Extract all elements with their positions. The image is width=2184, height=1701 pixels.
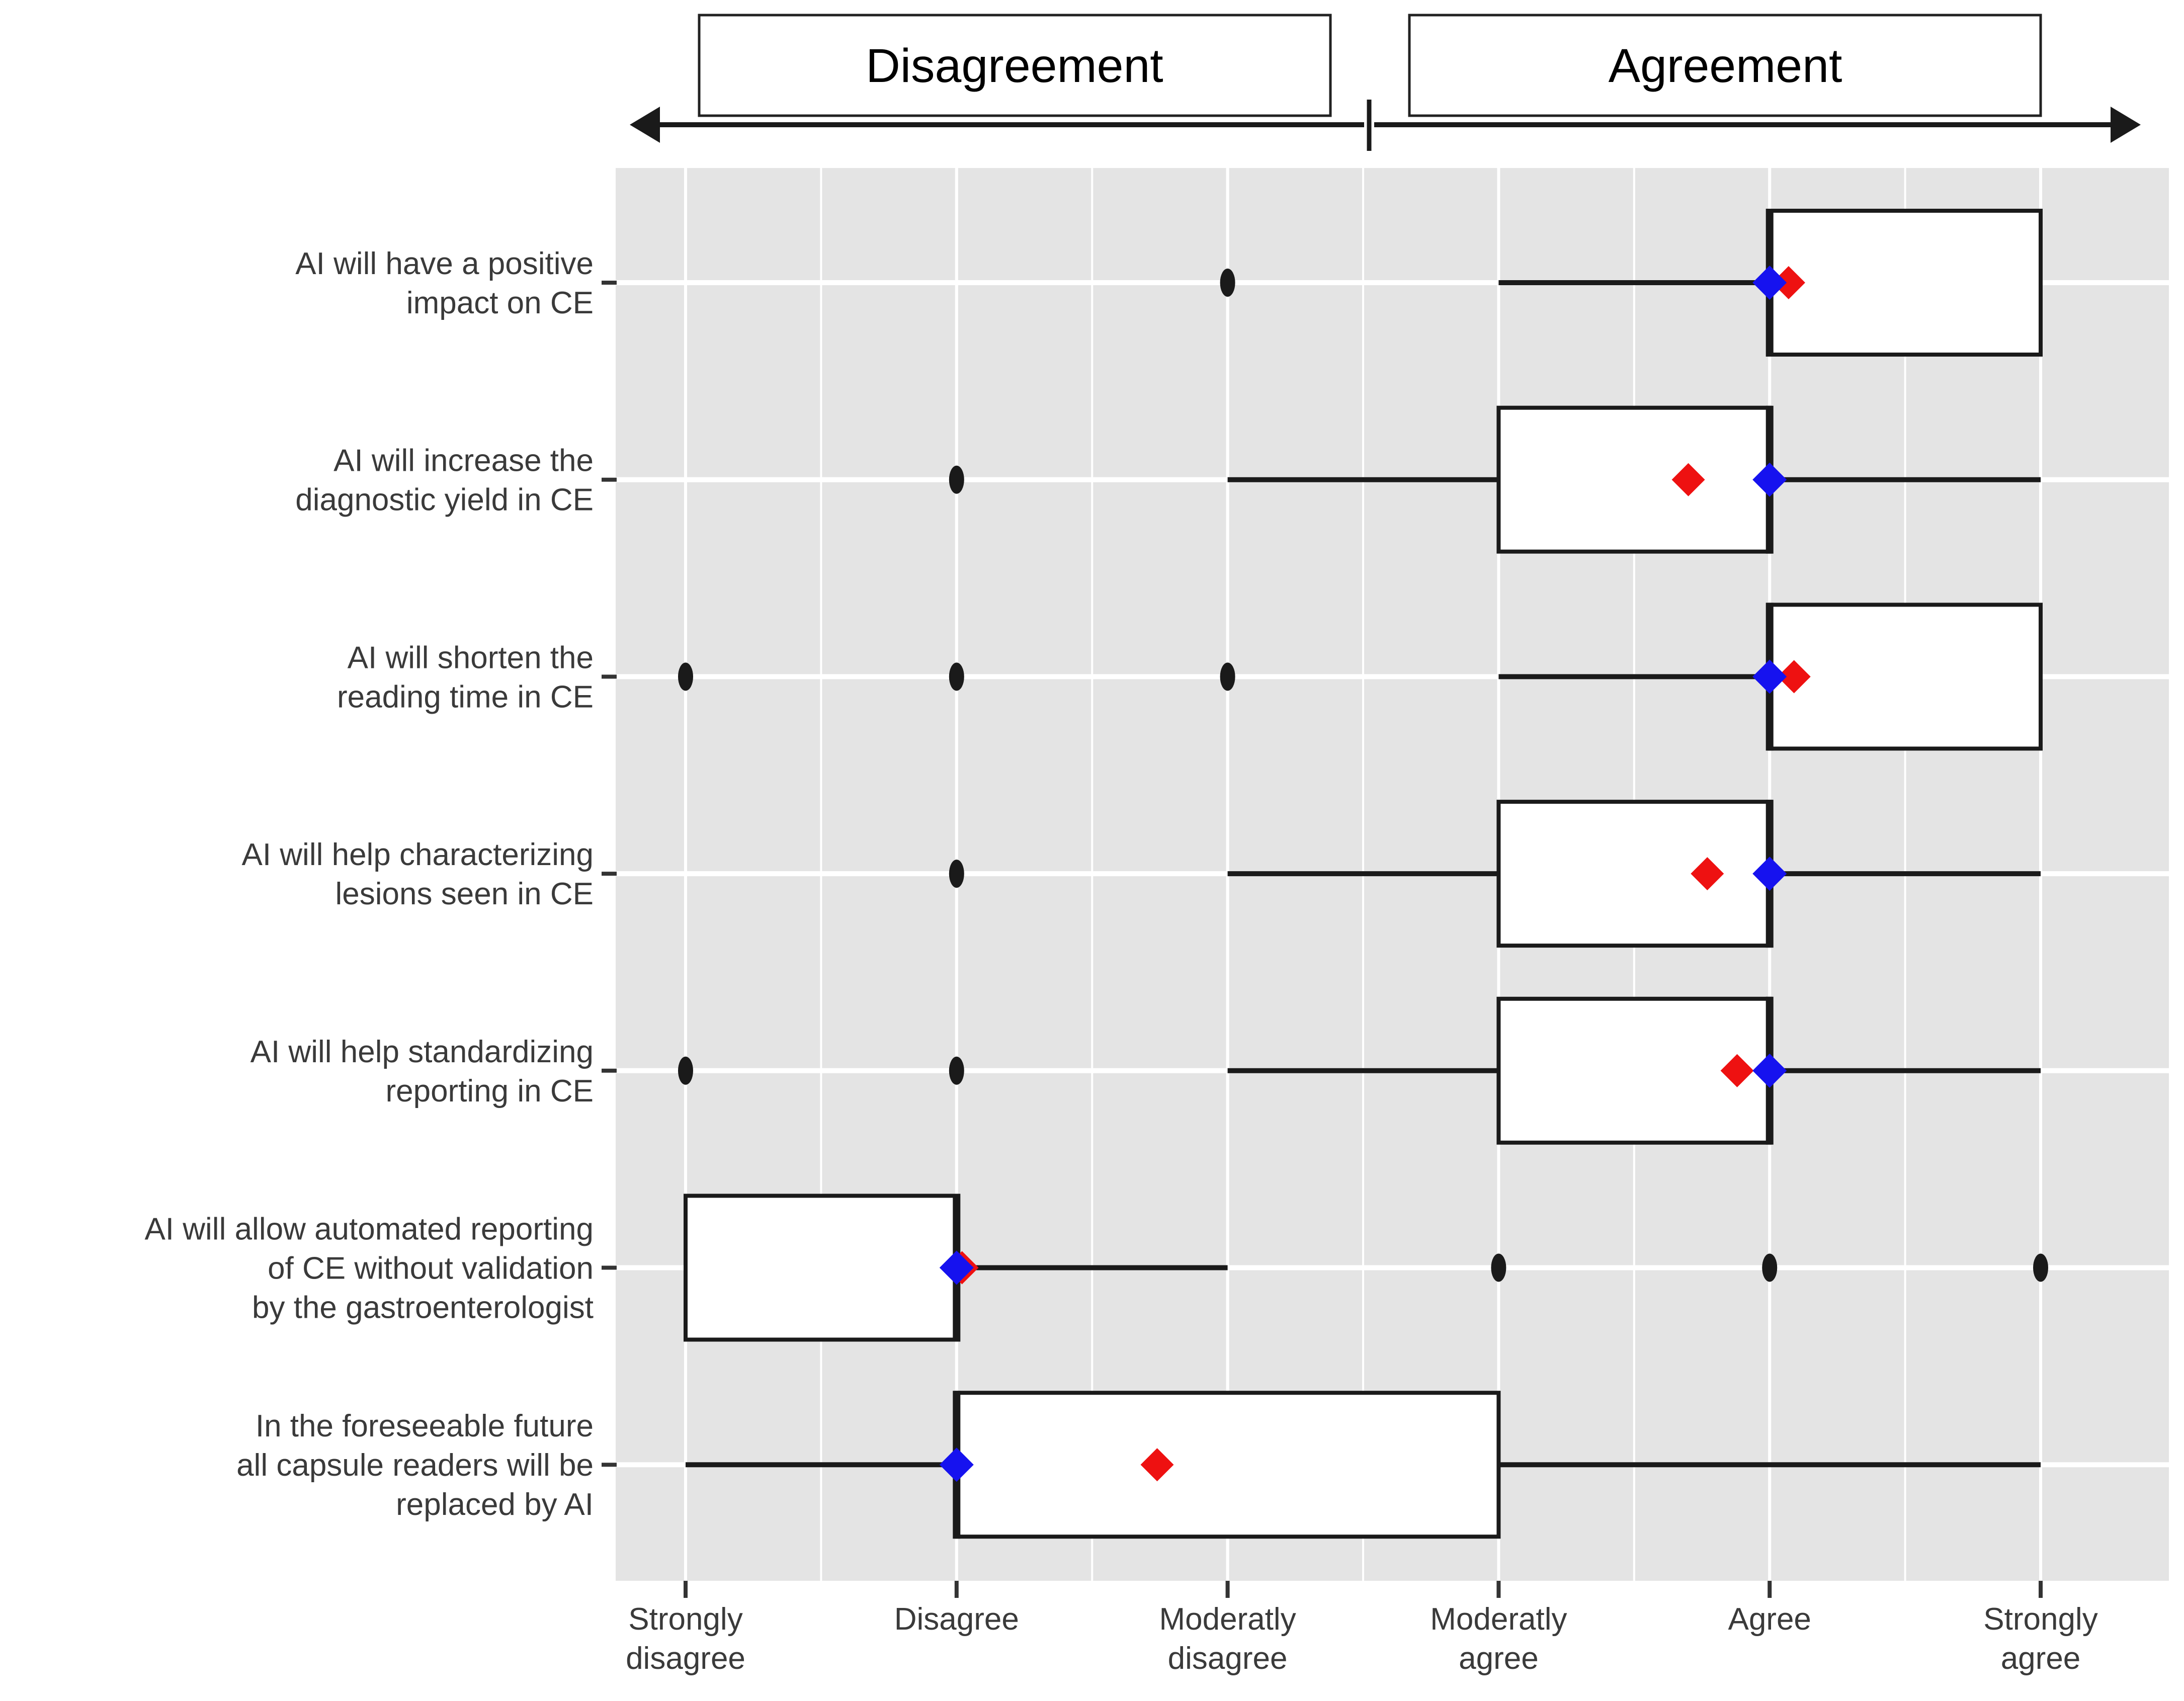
outlier-dot [1762,1253,1778,1282]
row-label: replaced by AI [396,1487,594,1522]
row-label: reporting in CE [385,1074,594,1109]
x-axis-label: disagree [626,1641,745,1676]
mean-diamond-red [1691,857,1724,891]
x-axis-label: agree [2001,1641,2081,1676]
mean-diamond-red [1140,1448,1174,1482]
outlier-dot [949,662,964,691]
median-diamond-blue [1752,659,1787,694]
agreement-label-box [1408,14,2042,117]
row-label: lesions seen in CE [335,877,594,911]
row-label: AI will allow automated reporting [144,1212,594,1247]
row-label: AI will shorten the [348,640,594,675]
median-diamond-blue [1752,462,1787,497]
x-axis-label: Disagree [894,1602,1019,1637]
arrow-left-icon [630,107,660,143]
outlier-dot [1220,662,1235,691]
plot-body: AI will have a positive impact on CE AI wi… [144,168,2169,1676]
x-axis-label: Moderatly [1159,1602,1296,1637]
x-axis-label: agree [1459,1641,1539,1676]
row-label: AI will increase the [333,444,594,478]
outlier-dot [949,860,964,888]
x-axis-label: Agree [1728,1602,1811,1637]
disagreement-label: Disagreement [866,39,1163,93]
x-axis-label: Moderatly [1430,1602,1567,1637]
outlier-dot [949,465,964,494]
outlier-dot [678,1056,693,1085]
median-diamond-blue [1752,266,1787,300]
box [1496,800,1772,948]
box [954,1391,1501,1539]
outlier-dot [1491,1253,1506,1282]
box [1768,603,2043,751]
box [684,1194,959,1342]
box [1768,209,2043,357]
row-label: In the foreseeable future [256,1409,594,1443]
direction-header: Disagreement Agreement [630,14,2141,151]
x-axis-label: Strongly [628,1602,742,1637]
mean-diamond-red [1720,1054,1754,1087]
x-axis-label: Strongly [1983,1602,2097,1637]
row-label: reading time in CE [337,679,594,714]
row-label: AI will have a positive [295,246,594,281]
outlier-dot [678,662,693,691]
mean-diamond-red [1671,463,1705,496]
row-label: by the gastroenterologist [252,1291,594,1325]
disagreement-label-box [698,14,1332,117]
row-label: AI will help standardizing [250,1035,594,1069]
row-label: all capsule readers will be [236,1448,594,1483]
outlier-dot [2033,1253,2048,1282]
median-diamond-blue [939,1448,974,1482]
outlier-dot [1220,269,1235,297]
box [1496,405,1772,554]
mean-diamond-red [1777,660,1811,694]
x-axis-label: disagree [1168,1641,1288,1676]
arrow-right-icon [2111,107,2141,143]
agreement-label: Agreement [1609,39,1842,93]
row-label: diagnostic yield in CE [295,483,594,518]
median-diamond-blue [1752,857,1787,891]
row-label: impact on CE [406,286,594,320]
row-label: AI will help characterizing [241,837,594,872]
mean-diamond-red [1772,266,1805,299]
outlier-dot [949,1056,964,1085]
median-diamond-blue [1752,1053,1787,1088]
row-label: of CE without validation [268,1251,594,1286]
median-diamond-blue [939,1250,974,1285]
